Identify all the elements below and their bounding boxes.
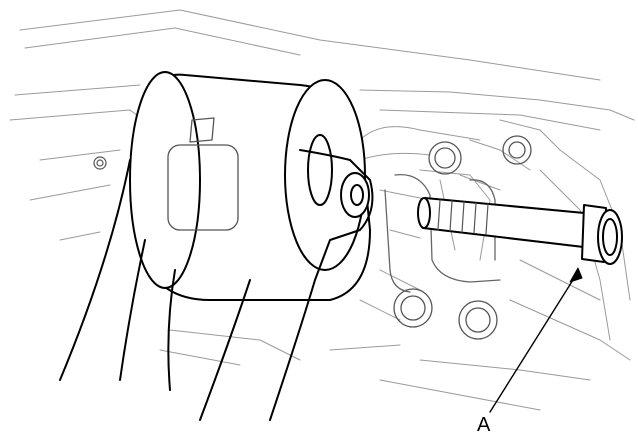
small-fastener-left [93, 156, 107, 170]
control-arm-left [59, 159, 176, 391]
bushing-end-face [284, 79, 366, 271]
bolt-a [417, 197, 623, 265]
mount-bracket [384, 174, 501, 293]
bracket-nut-bottom-left [393, 288, 433, 328]
control-arm-right [199, 149, 374, 421]
chassis-frame-background [9, 9, 635, 411]
callout-a-arrowhead [569, 267, 583, 283]
callout-a-label: A [477, 414, 491, 436]
bracket-nut-bottom-right [458, 300, 498, 340]
arm-eye [340, 172, 370, 218]
bracket-nut-top-left [428, 141, 462, 175]
callout-a-leader-line [489, 271, 579, 413]
bracket-nut-top-right [502, 135, 532, 165]
bushing-label-plate [167, 117, 239, 231]
